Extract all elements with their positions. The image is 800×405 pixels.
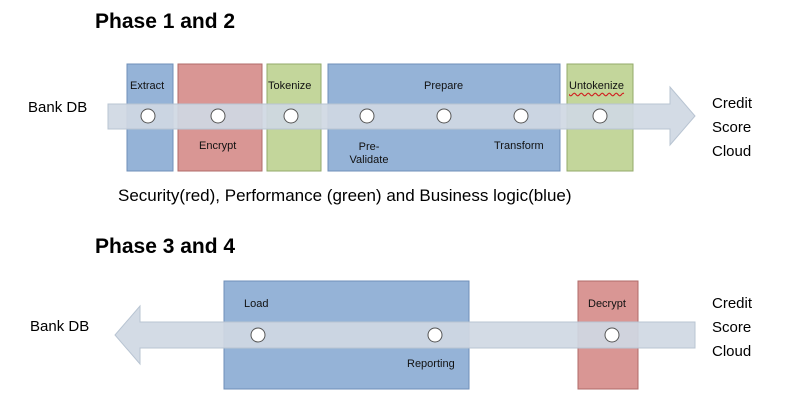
stage-node	[592, 108, 608, 124]
flow-arrow-right	[107, 85, 696, 147]
load-label: Load	[244, 298, 269, 310]
encrypt-label: Encrypt	[199, 140, 237, 152]
stage-node	[283, 108, 299, 124]
stage-node	[427, 327, 443, 343]
pre-validate-label: Pre- Validate	[349, 141, 389, 166]
flow-arrow-left	[114, 304, 696, 366]
stage-node	[140, 108, 156, 124]
stage-node	[436, 108, 452, 124]
stage-node	[210, 108, 226, 124]
decrypt-label: Decrypt	[588, 298, 626, 310]
transform-label: Transform	[494, 140, 544, 152]
phase34-heading: Phase 3 and 4	[95, 235, 236, 258]
stage-node	[250, 327, 266, 343]
source-label: Bank DB	[28, 99, 88, 116]
extract-label: Extract	[130, 80, 165, 92]
prepare-label: Prepare	[424, 80, 464, 92]
legend-caption: Security(red), Performance (green) and B…	[118, 186, 572, 205]
tokenize-label: Tokenize	[268, 80, 312, 92]
destination-label: Credit Score Cloud	[712, 95, 753, 160]
source-label: Credit Score Cloud	[712, 295, 753, 360]
stage-node	[513, 108, 529, 124]
stage-node	[604, 327, 620, 343]
reporting-label: Reporting	[407, 358, 455, 370]
phase12-heading: Phase 1 and 2	[95, 10, 236, 33]
stage-node	[359, 108, 375, 124]
untokenize-label: Untokenize	[569, 80, 625, 92]
destination-label: Bank DB	[30, 318, 90, 335]
